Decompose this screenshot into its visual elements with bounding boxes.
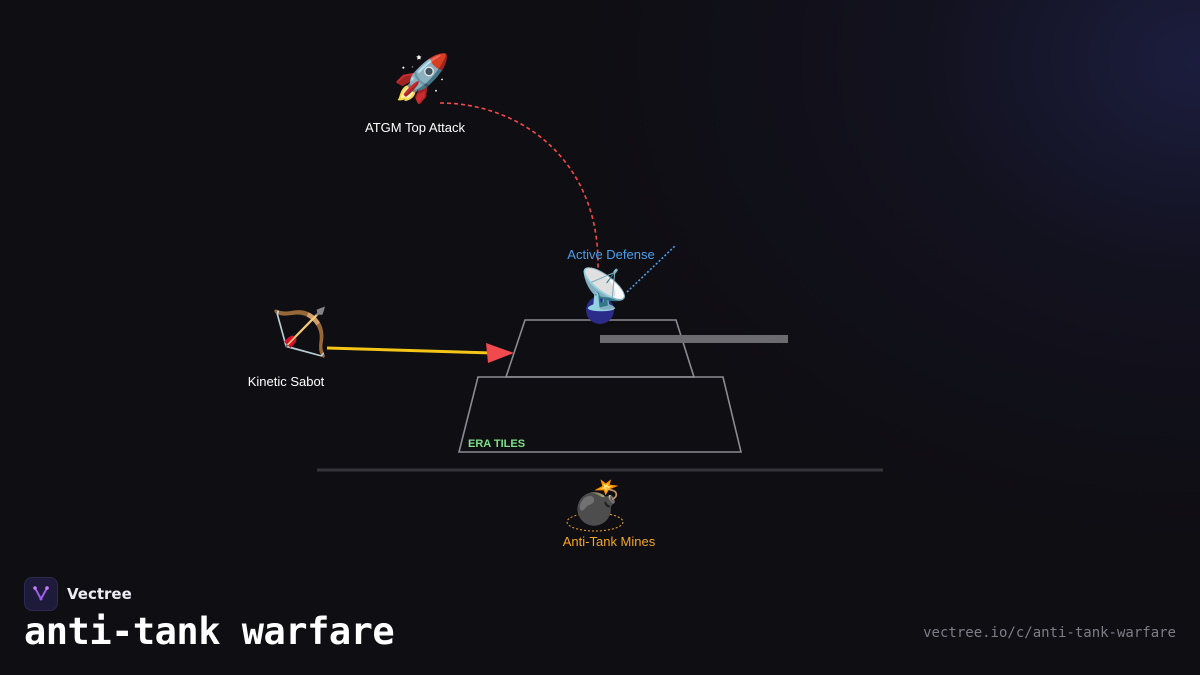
bow-and-arrow-icon: 🏹 [271,305,329,359]
active-defense-beam [626,244,677,293]
kinetic-sabot-label: Kinetic Sabot [247,374,325,389]
tank-turret [504,319,696,378]
active-defense-base [586,296,614,324]
brand-name: Vectree [67,585,132,603]
satellite-dish-icon: 📡 [579,267,629,313]
kinetic-sabot-arrowhead [486,343,514,363]
tank-gun-barrel [600,335,788,343]
brand: Vectree [24,577,132,611]
era-tiles-label: ERA TILES [468,438,525,450]
rocket-icon: 🚀 [393,51,451,105]
active-defense-label: Active Defense [567,247,655,262]
kinetic-sabot-arrow [326,346,493,355]
vectree-logo-icon [24,577,58,611]
page-title: anti-tank warfare [24,610,395,653]
atgm-trajectory [439,102,599,269]
mine-blast-ring [566,512,624,532]
atgm-label: ATGM Top Attack [365,120,465,135]
source-url[interactable]: vectree.io/c/anti-tank-warfare [923,625,1176,641]
bomb-icon: 💣 [571,478,625,527]
anti-tank-mines-label: Anti-Tank Mines [562,534,656,549]
